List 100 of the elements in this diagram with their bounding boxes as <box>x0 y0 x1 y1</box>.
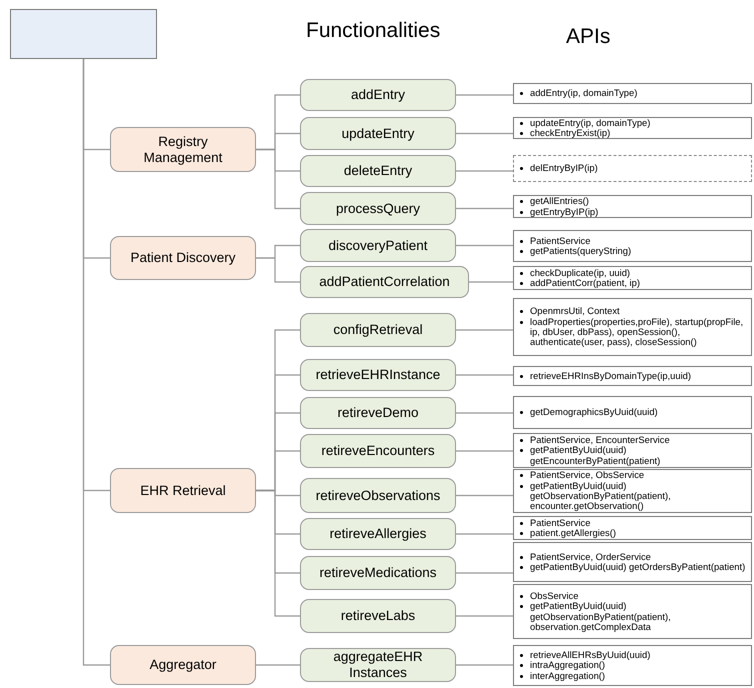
connector-line <box>456 208 513 210</box>
api-item: getPatientByUuid(uuid) getObservationByPatient(patient), observation.getComplexData <box>530 601 672 632</box>
function-label: retireveMedications <box>318 565 438 581</box>
api-item: getPatientByUuid(uuid) getOrdersByPatient(patient) <box>530 562 746 572</box>
connector-line <box>456 94 513 96</box>
api-list-box <box>513 195 752 218</box>
api-item: getDemographicsByUuid(uuid) <box>530 407 658 418</box>
category-box <box>110 236 256 280</box>
api-item: loadProperties(properties,proFile), startup(propFile, ip, dbUser, dbPass), openSession(), authenticate(user, pass), closeSession() <box>530 316 744 348</box>
function-label: processQuery <box>334 200 422 216</box>
api-item: PatientService, EncounterService <box>530 435 670 446</box>
connector-line <box>456 450 513 452</box>
api-item: PatientService <box>530 518 590 528</box>
category-box <box>110 468 256 513</box>
api-item: getPatientByUuid(uuid) getObservationByPatient(patient), encounter.getObservation() <box>530 480 672 512</box>
function-label: retireveAllergies <box>328 526 428 542</box>
api-item: delEntryByIP(ip) <box>530 163 598 174</box>
function-box <box>300 359 456 391</box>
connector-line <box>456 572 513 574</box>
function-label: addEntry <box>350 87 406 103</box>
api-list-box <box>513 396 752 429</box>
api-item: checkDuplicate(ip, uuid) <box>530 268 630 278</box>
connector-line <box>256 664 300 666</box>
function-box <box>300 313 456 347</box>
function-box <box>300 192 456 225</box>
function-label: deleteEntry <box>342 163 414 179</box>
function-label: retrieveEHRInstance <box>314 367 442 383</box>
connector-line <box>456 244 513 246</box>
api-list-box <box>513 230 752 262</box>
api-item: PatientService, OrderService <box>530 552 651 562</box>
function-label: configRetrieval <box>332 322 424 338</box>
api-list-box <box>513 584 752 639</box>
api-list-box <box>513 516 752 540</box>
api-item: updateEntry(ip, domainType) <box>530 118 650 128</box>
function-label: updateEntry <box>340 126 416 142</box>
api-item: addPatientCorr(patient, ip) <box>530 278 640 288</box>
api-item: getPatients(queryString) <box>530 246 632 256</box>
connector-line <box>469 281 513 283</box>
function-label: addPatientCorrelation <box>318 274 451 290</box>
category-label: Patient Discovery <box>129 250 237 266</box>
function-box <box>300 155 456 187</box>
function-box <box>300 599 456 633</box>
function-box <box>300 478 456 513</box>
api-item: retrieveEHRInsByDomainType(ip,uuid) <box>530 370 691 382</box>
root-box <box>10 9 157 59</box>
category-box <box>110 645 256 685</box>
api-list-box <box>513 366 752 386</box>
api-item: checkEntryExist(ip) <box>530 128 610 138</box>
api-list-box <box>513 645 752 686</box>
column-heading: APIs <box>566 25 610 49</box>
connector-line <box>82 59 110 666</box>
api-list-box <box>513 433 752 468</box>
function-label: retireveEncounters <box>320 443 436 459</box>
function-label: aggregateEHR Instances <box>332 649 424 681</box>
connector-line <box>456 170 513 172</box>
function-label: retireveLabs <box>340 608 416 624</box>
api-list-box <box>513 469 752 513</box>
function-box <box>300 229 456 262</box>
api-item: PatientService <box>530 236 590 246</box>
function-box <box>300 117 456 150</box>
api-list-box <box>513 117 752 139</box>
api-list-box <box>513 266 752 290</box>
connector-line <box>456 132 513 134</box>
api-list-box <box>513 83 752 104</box>
api-list-box <box>513 542 752 582</box>
connector-line <box>456 664 513 666</box>
connector-line <box>256 148 300 210</box>
column-heading: Functionalities <box>306 19 440 43</box>
api-item: retrieveAllEHRsByUuid(uuid) <box>530 650 650 660</box>
api-item: getAllEntries() <box>530 196 589 206</box>
function-box <box>300 518 456 550</box>
api-item: PatientService, ObsService <box>530 470 644 481</box>
function-label: retireveDemo <box>336 405 420 421</box>
function-box <box>300 556 456 590</box>
function-box <box>300 79 456 111</box>
api-item: ObsService <box>530 590 578 602</box>
function-box <box>300 648 456 682</box>
connector-line <box>456 494 513 496</box>
api-item: patient.getAllergies() <box>530 528 616 538</box>
category-label: Registry Management <box>142 134 224 166</box>
connector-line <box>456 412 513 414</box>
category-label: EHR Retrieval <box>139 482 227 498</box>
function-label: retireveObservations <box>314 488 442 504</box>
function-box <box>300 266 469 298</box>
api-item: addEntry(ip, domainType) <box>530 88 638 99</box>
connector-line <box>456 374 513 376</box>
function-box <box>300 397 456 429</box>
connector-line <box>456 615 513 617</box>
api-item: getPatientByUuid(uuid) getEncounterByPatient(patient) <box>530 445 662 466</box>
category-label: Aggregator <box>148 657 218 673</box>
function-label: discoveryPatient <box>327 238 429 254</box>
api-item: getEntryByIP(ip) <box>530 206 598 217</box>
category-box <box>110 127 256 172</box>
connector-line <box>456 533 513 535</box>
connector-line <box>456 329 513 331</box>
function-box <box>300 434 456 468</box>
connector-line <box>256 257 300 283</box>
api-list-box <box>513 298 752 356</box>
api-item: OpenmrsUtil, Context <box>530 306 620 317</box>
api-list-box <box>513 155 752 182</box>
